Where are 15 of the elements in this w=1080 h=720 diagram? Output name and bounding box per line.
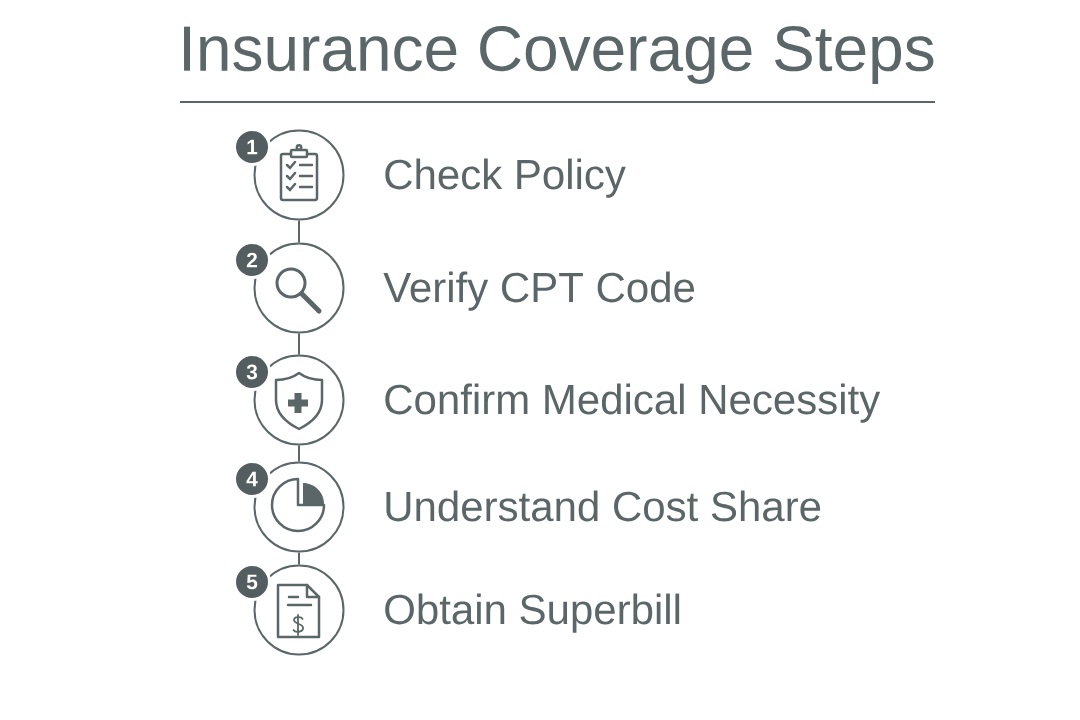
number-badge: 4 xyxy=(233,460,271,498)
number-badge: 5 xyxy=(233,563,271,601)
connector-line xyxy=(298,551,300,566)
connector-line xyxy=(298,219,300,244)
step-label: Understand Cost Share xyxy=(386,490,821,522)
connector-line xyxy=(298,332,300,356)
step-label: Check Policy xyxy=(385,158,626,198)
number-badge: 3 xyxy=(233,353,271,391)
step-label: Confirm Medical Necessity xyxy=(385,383,881,423)
step-label: Obtain Superbill xyxy=(385,593,680,633)
number-badge: 2 xyxy=(233,241,271,279)
connector-line xyxy=(298,444,300,463)
number-badge: 1 xyxy=(233,128,271,166)
title: Insurance Coverage Steps xyxy=(184,26,934,84)
step-label: Verify CPT Code xyxy=(383,271,695,311)
